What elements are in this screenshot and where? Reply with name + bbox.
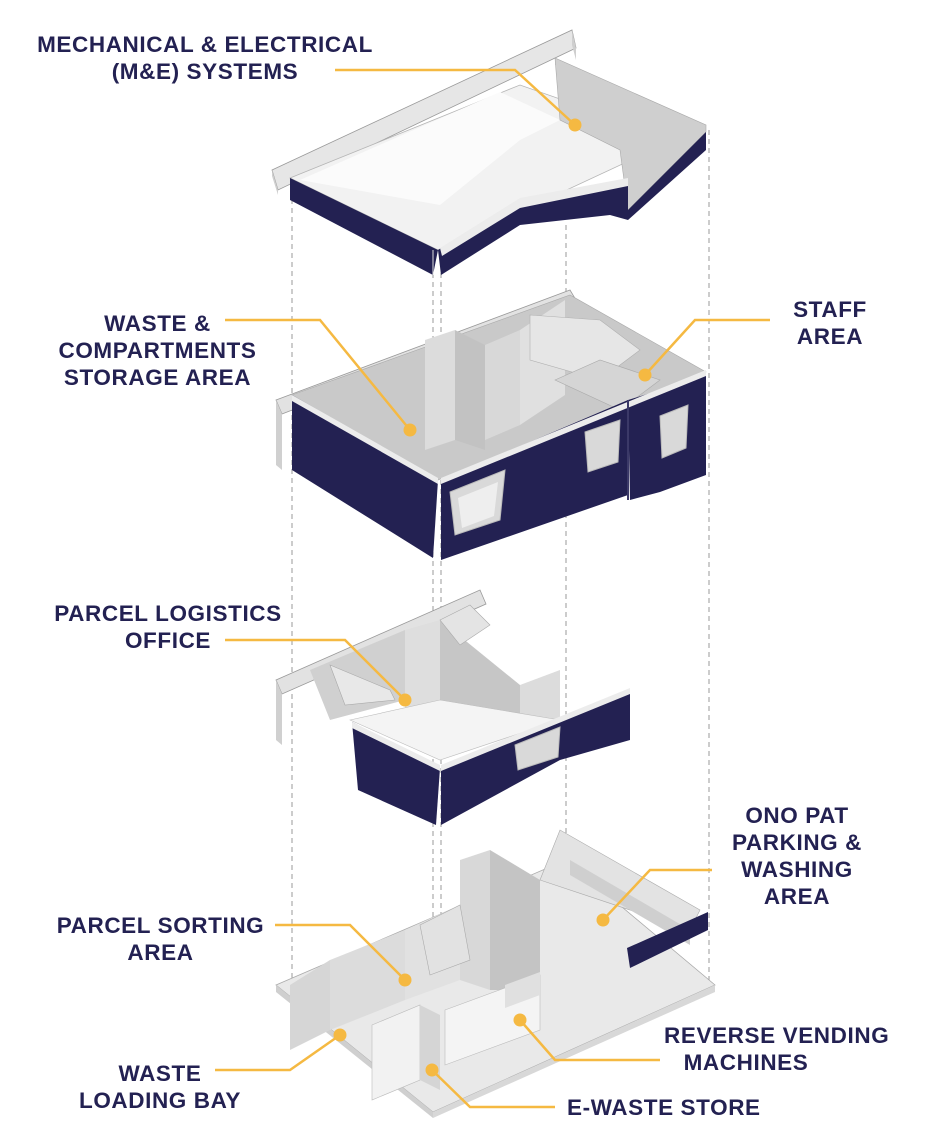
leader-waste-loading — [215, 1033, 341, 1072]
label-parcel-sorting-line2: AREA — [127, 940, 194, 965]
label-parcel-logistics: PARCEL LOGISTICS OFFICE — [48, 600, 288, 654]
roof-level — [271, 29, 707, 275]
label-ono-pat-line1: ONO PAT — [745, 803, 849, 828]
dot-parcel-logistics — [398, 693, 412, 707]
upper-level — [275, 289, 707, 560]
label-waste-storage-line2: COMPARTMENTS — [58, 338, 257, 363]
leader-parcel-sorting — [275, 923, 406, 981]
leader-waste-storage — [225, 318, 411, 431]
leader-staff — [644, 318, 770, 376]
leader-reverse-vending — [519, 1019, 660, 1062]
dot-parcel-sorting — [398, 973, 412, 987]
label-ono-pat-line3: WASHING — [741, 857, 853, 882]
label-parcel-sorting: PARCEL SORTING AREA — [48, 912, 273, 966]
label-waste-loading: WASTE LOADING BAY — [60, 1060, 260, 1114]
label-parcel-logistics-line2: OFFICE — [124, 628, 212, 653]
label-mechanical: MECHANICAL & ELECTRICAL (M&E) SYSTEMS — [30, 31, 380, 85]
label-waste-storage: WASTE & COMPARTMENTS STORAGE AREA — [50, 310, 265, 391]
label-parcel-sorting-line1: PARCEL SORTING — [56, 913, 265, 938]
leader-lines — [215, 68, 770, 1109]
dot-ono-pat — [596, 913, 610, 927]
label-parcel-logistics-line1: PARCEL LOGISTICS — [54, 601, 282, 626]
leader-ewaste — [431, 1069, 555, 1109]
label-reverse-vending: REVERSE VENDING MACHINES — [664, 1022, 914, 1076]
label-waste-storage-line3: STORAGE AREA — [63, 365, 252, 390]
label-ono-pat: ONO PAT PARKING & WASHING AREA — [712, 802, 882, 910]
label-mechanical-line1: MECHANICAL & ELECTRICAL — [37, 32, 373, 57]
dot-staff — [638, 368, 652, 382]
dot-reverse-vending — [513, 1013, 527, 1027]
leader-mechanical — [335, 68, 576, 126]
label-reverse-vending-line1: REVERSE VENDING — [664, 1023, 890, 1048]
leader-dots — [333, 118, 652, 1077]
middle-level — [275, 589, 630, 825]
label-ewaste-line1: E-WASTE STORE — [567, 1095, 761, 1120]
leader-parcel-logistics — [225, 638, 406, 701]
label-staff-line2: AREA — [796, 324, 864, 349]
dot-mechanical — [568, 118, 582, 132]
label-waste-storage-line1: WASTE & — [104, 311, 211, 336]
label-waste-loading-line2: LOADING BAY — [78, 1088, 242, 1113]
label-ewaste: E-WASTE STORE — [567, 1094, 787, 1121]
label-staff: STAFF AREA — [785, 296, 875, 350]
label-waste-loading-line1: WASTE — [118, 1061, 202, 1086]
dot-waste-storage — [403, 423, 417, 437]
dot-ewaste — [425, 1063, 439, 1077]
leader-ono-pat — [602, 868, 712, 921]
label-ono-pat-line2: PARKING & — [732, 830, 862, 855]
label-ono-pat-line4: AREA — [763, 884, 831, 909]
label-mechanical-line2: (M&E) SYSTEMS — [111, 59, 299, 84]
label-reverse-vending-line2: MACHINES — [683, 1050, 809, 1075]
dot-waste-loading — [333, 1028, 347, 1042]
label-staff-line1: STAFF — [793, 297, 867, 322]
